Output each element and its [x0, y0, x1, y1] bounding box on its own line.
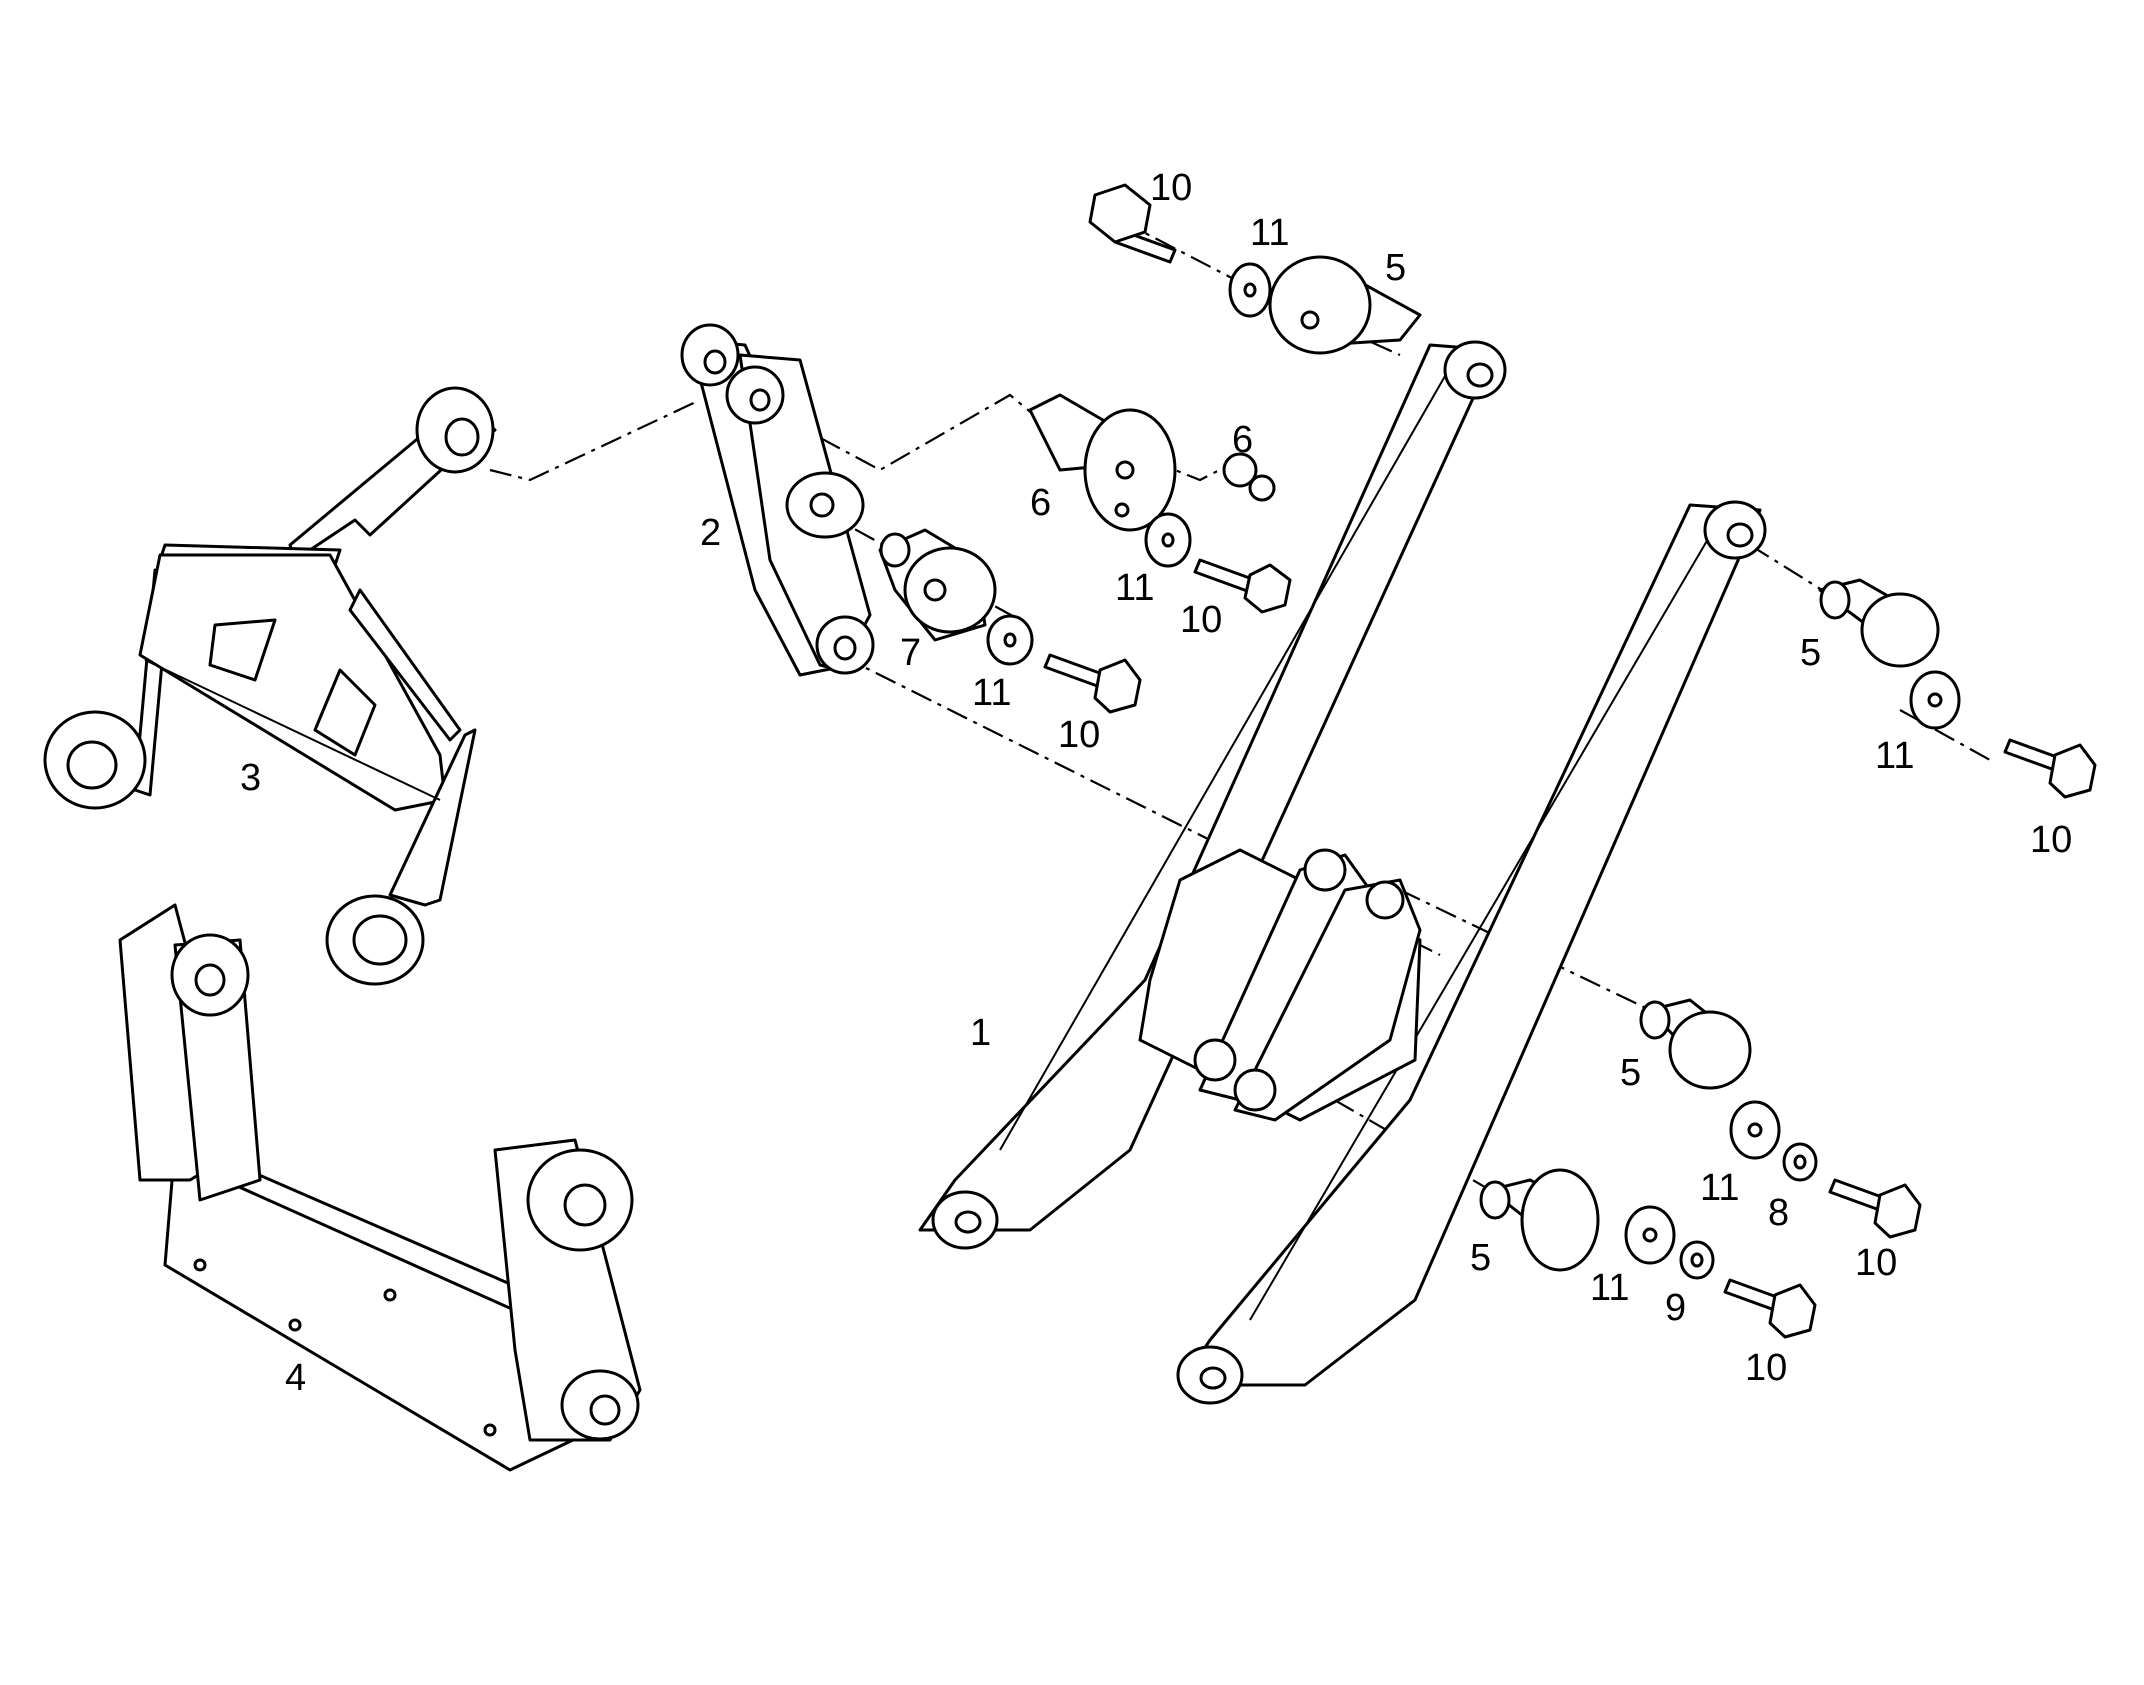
- washer-part-11-pin6: [1144, 512, 1192, 568]
- washer-part-11-mid: [1729, 1100, 1781, 1160]
- bolt-part-10-bottom: [1723, 1278, 1817, 1339]
- callout-2: 2: [700, 512, 721, 554]
- pin-part-5-bottom: [1479, 1168, 1600, 1272]
- callout-11-mid: 11: [1700, 1167, 1739, 1209]
- callout-5-top: 5: [1385, 247, 1406, 289]
- callout-7: 7: [900, 632, 921, 674]
- washer-part-11-bottom: [1624, 1205, 1676, 1265]
- callout-11-right: 11: [1875, 735, 1914, 777]
- callout-3: 3: [240, 757, 261, 799]
- callout-11-top: 11: [1250, 212, 1289, 254]
- bushing-part-7: [878, 528, 997, 642]
- callout-10-mid: 10: [1855, 1242, 1897, 1284]
- callout-4: 4: [285, 1357, 306, 1399]
- bolt-part-10-top: [1088, 183, 1177, 264]
- callout-10-right: 10: [2030, 819, 2072, 861]
- bolt-part-10-mid: [1828, 1178, 1922, 1239]
- bolt-part-10-bushing: [1043, 653, 1142, 714]
- washer-part-8: [1782, 1142, 1818, 1182]
- washer-part-11-top: [1228, 262, 1272, 318]
- pin-part-5-right: [1818, 578, 1940, 668]
- pin-part-5-top: [1268, 255, 1422, 355]
- callout-6-pin: 6: [1030, 482, 1051, 524]
- callout-10-bushing: 10: [1058, 714, 1100, 756]
- callout-11-bottom: 11: [1590, 1267, 1629, 1309]
- callout-5-bottom: 5: [1470, 1237, 1491, 1279]
- callout-9: 9: [1665, 1287, 1686, 1329]
- bracket-part-2: [680, 323, 875, 677]
- bolt-part-10-right: [2003, 738, 2097, 799]
- callout-8: 8: [1768, 1192, 1789, 1234]
- callout-1: 1: [970, 1012, 991, 1054]
- callout-5-mid: 5: [1620, 1052, 1641, 1094]
- grease-nipple-part-6: [1222, 452, 1276, 502]
- main-frame-part-1: [918, 340, 1767, 1405]
- washer-part-11-bushing: [986, 614, 1034, 666]
- bolt-part-10-pin6: [1193, 558, 1292, 614]
- callout-5-right: 5: [1800, 632, 1821, 674]
- linkage-frame-part-3: [43, 386, 497, 986]
- washer-part-11-right: [1909, 670, 1961, 730]
- callout-10-pin6: 10: [1180, 599, 1222, 641]
- pin-part-6: [1028, 393, 1177, 532]
- callout-11-pin6: 11: [1115, 567, 1154, 609]
- callout-labels: 1 2 3 4 5 5 5 5 6 6 7 8 9 10 10 10 10 10…: [240, 167, 2072, 1399]
- callout-10-top: 10: [1150, 167, 1192, 209]
- carrier-part-4: [118, 903, 642, 1472]
- callout-6-nipple: 6: [1232, 419, 1253, 461]
- callout-10-bottom: 10: [1745, 1347, 1787, 1389]
- callout-11-bushing: 11: [972, 672, 1011, 714]
- pin-part-5-mid: [1639, 998, 1752, 1090]
- washer-part-9: [1679, 1240, 1715, 1280]
